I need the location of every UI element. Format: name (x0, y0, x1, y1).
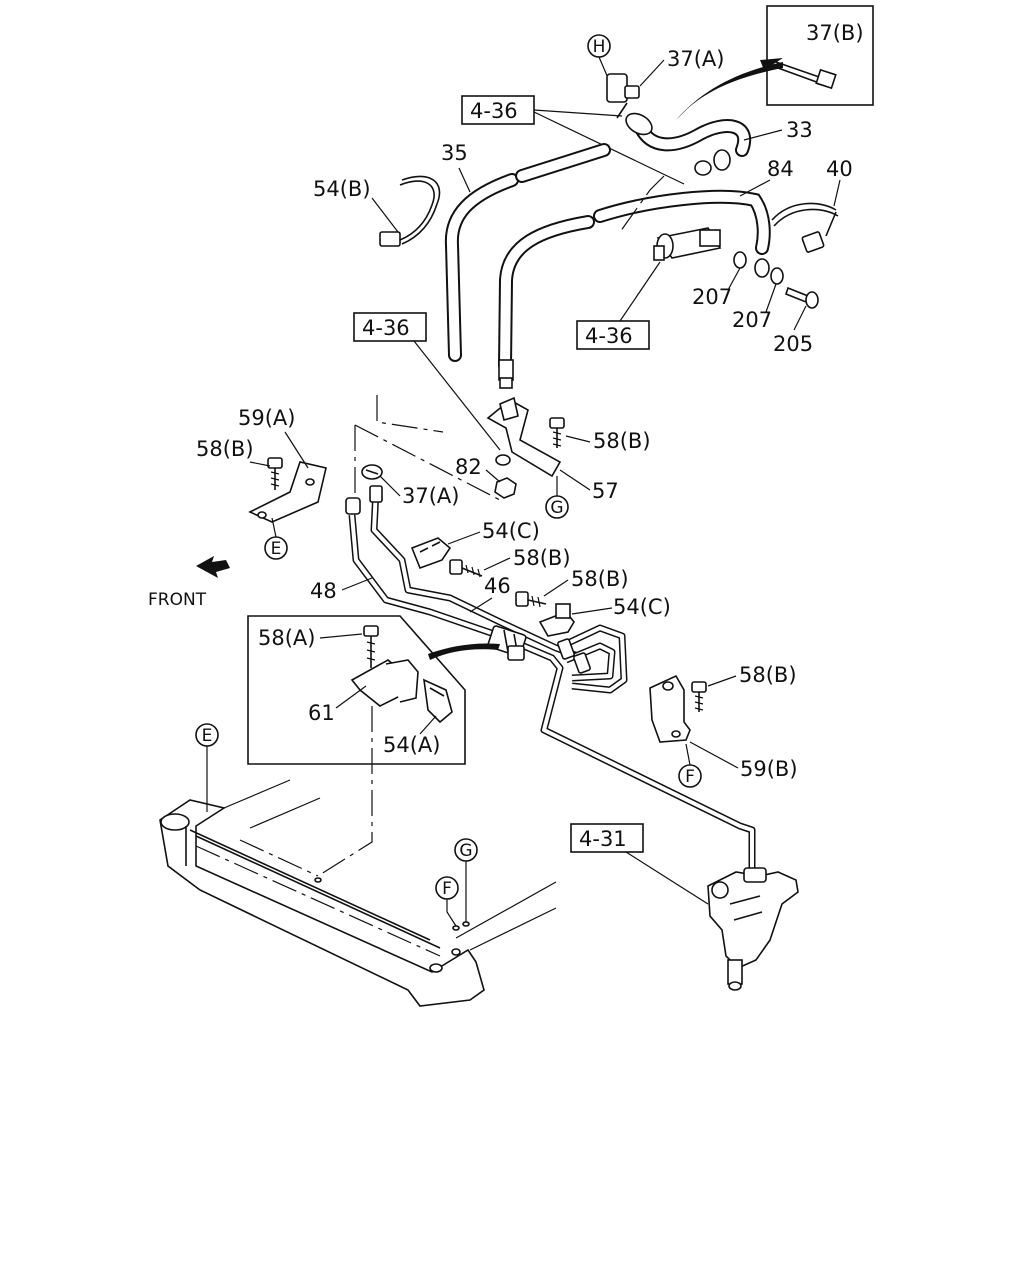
hose-84: 84 (498, 157, 794, 389)
label-205: 205 (773, 332, 813, 356)
svg-text:E: E (271, 539, 282, 559)
label-58a: 58(A) (258, 626, 315, 650)
tie-54b: 54(B) (313, 175, 441, 247)
label-58b-4: 58(B) (571, 567, 629, 591)
hose-35: 35 (441, 141, 611, 362)
label-54c-2: 54(C) (613, 595, 671, 619)
marker-f-bottom: F (435, 876, 459, 927)
label-40: 40 (826, 157, 853, 181)
svg-text:G: G (459, 841, 472, 861)
label-37b: 37(B) (806, 21, 864, 45)
svg-text:4-31: 4-31 (579, 827, 627, 851)
ref-4-36-top: 4-36 (461, 95, 685, 185)
marker-e-bottom: E (195, 723, 219, 812)
label-58b-2: 58(B) (196, 437, 254, 461)
pump-fitting (653, 227, 722, 261)
svg-text:4-36: 4-36 (362, 316, 410, 340)
marker-g-bottom: G (454, 838, 478, 922)
front-indicator: FRONT (148, 556, 230, 610)
tie-40: 40 (771, 157, 853, 253)
ref-4-31: 4-31 (570, 823, 709, 905)
label-37a-top: 37(A) (667, 47, 724, 71)
frame-crossmember (159, 779, 557, 1007)
label-58b-5: 58(B) (739, 663, 797, 687)
pointer-arrow-inset (428, 643, 500, 660)
label-48: 48 (310, 579, 337, 603)
inset-37b: 37(B) (766, 5, 874, 106)
ref-4-36-right: 4-36 (576, 261, 661, 350)
label-207-b: 207 (732, 308, 772, 332)
marker-f-top: F (678, 743, 702, 788)
svg-text:4-36: 4-36 (470, 99, 518, 123)
clamp-37a-mid: 37(A) (361, 464, 459, 508)
hose-33: 33 (625, 112, 813, 176)
clamp-54c-2: 54(C) (538, 595, 671, 637)
bolt-58b-4: 58(B) (515, 567, 629, 608)
clamp-54c-1: 54(C) (410, 519, 540, 570)
svg-text:F: F (442, 879, 452, 899)
washers-207: 207 207 (692, 251, 784, 332)
svg-text:H: H (593, 37, 606, 57)
label-84: 84 (767, 157, 794, 181)
fittings-right (557, 638, 591, 674)
marker-g-top: G (545, 476, 569, 519)
bracket-59a: 59(A) (238, 406, 327, 523)
inset-box-left: 58(A) 61 54(A) (247, 615, 466, 765)
bracket-57: 57 (486, 396, 619, 503)
label-59b: 59(B) (740, 757, 798, 781)
marker-h: H (587, 34, 611, 79)
label-33: 33 (786, 118, 813, 142)
bolt-205: 205 (773, 286, 819, 356)
svg-text:E: E (202, 726, 213, 746)
tubes-48-46: 48 46 (310, 485, 756, 875)
front-label: FRONT (148, 590, 207, 610)
label-46: 46 (484, 574, 511, 598)
label-54c-1: 54(C) (482, 519, 540, 543)
label-82: 82 (455, 455, 482, 479)
clamp-37a-top: 37(A) (606, 47, 724, 119)
label-54b: 54(B) (313, 177, 371, 201)
steering-gear (707, 867, 799, 991)
label-59a: 59(A) (238, 406, 295, 430)
bolt-58b-5: 58(B) (691, 663, 797, 712)
label-37a-mid: 37(A) (402, 484, 459, 508)
svg-text:F: F (685, 767, 695, 787)
bolt-58b-3: 58(B) (449, 546, 571, 578)
label-58b-3: 58(B) (513, 546, 571, 570)
label-58b-1: 58(B) (593, 429, 651, 453)
pointer-arrow-top (676, 62, 783, 120)
svg-text:4-36: 4-36 (585, 324, 633, 348)
label-35: 35 (441, 141, 468, 165)
svg-text:G: G (550, 498, 563, 518)
label-61: 61 (308, 701, 335, 725)
label-207-a: 207 (692, 285, 732, 309)
ref-4-36-left: 4-36 (353, 312, 501, 451)
bolt-58b-1: 58(B) (549, 417, 651, 453)
label-57: 57 (592, 479, 619, 503)
bolt-58b-2: 58(B) (196, 437, 283, 490)
nut-82: 82 (455, 455, 517, 499)
bracket-59b: 59(B) (649, 674, 798, 781)
label-54a: 54(A) (383, 733, 440, 757)
marker-e-top: E (264, 517, 288, 560)
